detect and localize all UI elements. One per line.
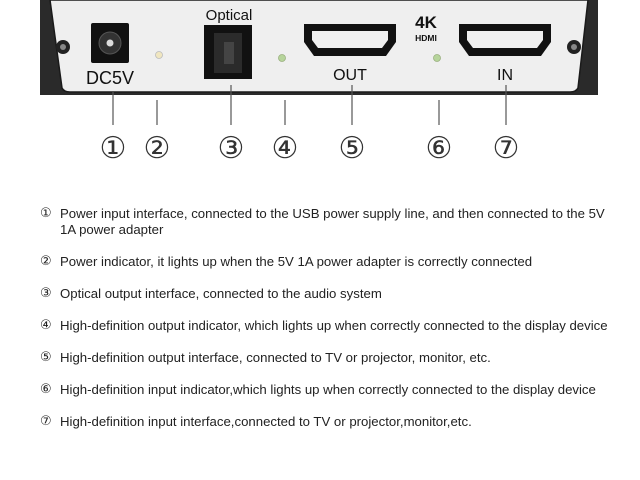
optical-label: Optical bbox=[206, 7, 253, 24]
legend-text-4: High-definition output indicator, which … bbox=[60, 318, 608, 333]
legend-item-7: ⑦ High-definition input interface,connec… bbox=[40, 414, 610, 430]
callout-1: ① bbox=[100, 131, 127, 166]
callout-7: ⑦ bbox=[493, 131, 520, 166]
legend-item-2: ② Power indicator, it lights up when the… bbox=[40, 254, 610, 270]
legend-item-3: ③ Optical output interface, connected to… bbox=[40, 286, 610, 302]
legend-item-1: ① Power input interface, connected to th… bbox=[40, 206, 610, 238]
legend-text-3: Optical output interface, connected to t… bbox=[60, 286, 382, 301]
left-screw-icon bbox=[56, 40, 70, 54]
hdmi-out-indicator-led bbox=[278, 54, 286, 62]
device-rear-panel-diagram: DC5V Optical OUT 4K HDMI IN ① ② ③ ④ ⑤ ⑥ bbox=[40, 0, 598, 166]
in-label: IN bbox=[497, 67, 513, 84]
legend-text-6: High-definition input indicator,which li… bbox=[60, 382, 596, 397]
out-label: OUT bbox=[333, 67, 367, 84]
callout-leader-lines bbox=[112, 85, 507, 125]
legend-text-1: Power input interface, connected to the … bbox=[60, 206, 605, 237]
hdmi-in-indicator-led bbox=[433, 54, 441, 62]
legend-list: ① Power input interface, connected to th… bbox=[40, 206, 610, 446]
callout-6: ⑥ bbox=[426, 131, 453, 166]
optical-port bbox=[204, 25, 252, 79]
logo-4k: 4K bbox=[415, 13, 437, 32]
callout-2: ② bbox=[144, 131, 171, 166]
legend-number-4: ④ bbox=[40, 318, 52, 333]
legend-item-4: ④ High-definition output indicator, whic… bbox=[40, 318, 610, 334]
right-screw-icon bbox=[567, 40, 581, 54]
dc-label: DC5V bbox=[86, 68, 134, 88]
legend-number-3: ③ bbox=[40, 286, 52, 301]
power-indicator-led bbox=[155, 51, 163, 59]
legend-number-5: ⑤ bbox=[40, 350, 52, 365]
callout-5: ⑤ bbox=[339, 131, 366, 166]
legend-number-7: ⑦ bbox=[40, 414, 52, 429]
callout-4: ④ bbox=[272, 131, 299, 166]
legend-number-2: ② bbox=[40, 254, 52, 269]
legend-text-2: Power indicator, it lights up when the 5… bbox=[60, 254, 533, 269]
legend-item-6: ⑥ High-definition input indicator,which … bbox=[40, 382, 610, 398]
callout-3: ③ bbox=[218, 131, 245, 166]
hdmi-in-port bbox=[459, 24, 551, 56]
legend-text-7: High-definition input interface,connecte… bbox=[60, 414, 472, 429]
dc-power-jack bbox=[91, 23, 129, 63]
legend-number-6: ⑥ bbox=[40, 382, 52, 397]
legend-item-5: ⑤ High-definition output interface, conn… bbox=[40, 350, 610, 366]
legend-number-1: ① bbox=[40, 206, 52, 221]
logo-hdmi: HDMI bbox=[415, 33, 437, 43]
hdmi-out-port bbox=[304, 24, 396, 56]
legend-text-5: High-definition output interface, connec… bbox=[60, 350, 491, 365]
